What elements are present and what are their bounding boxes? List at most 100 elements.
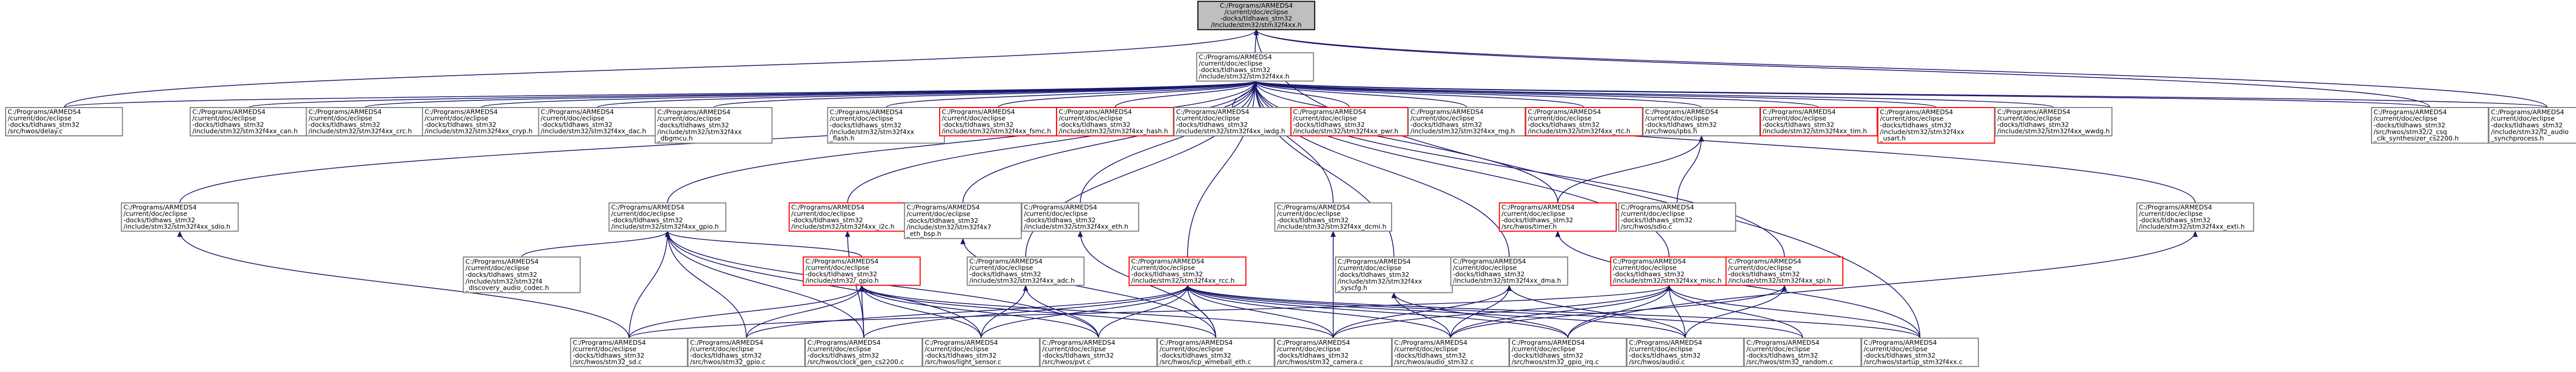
include-edge [859,285,1216,339]
node-label-line: /src/hwos/stm32_sd.c [573,358,642,365]
include-edge [1185,285,1803,339]
file-node[interactable]: C:/Programs/ARMEDS4/current/doc/eclipse-… [570,338,688,367]
include-edge [745,285,1190,339]
node-box [904,202,1022,239]
file-node[interactable]: C:/Programs/ARMEDS4/current/doc/eclipse-… [654,107,773,144]
node-label-line: /include/stm32/stm32f4xx_exti.h [2139,222,2245,230]
file-node[interactable]: C:/Programs/ARMEDS4/current/doc/eclipse-… [687,338,806,367]
file-node[interactable]: C:/Programs/ARMEDS4/current/doc/eclipse-… [1725,256,1843,286]
node-label-line: -docks/tldhaws_stm32 [1880,121,1952,129]
file-node[interactable]: C:/Programs/ARMEDS4/current/doc/eclipse-… [967,256,1085,286]
file-node[interactable]: C:/Programs/ARMEDS4/current/doc/eclipse-… [1610,256,1728,286]
file-node[interactable]: C:/Programs/ARMEDS4/current/doc/eclipse-… [121,202,239,232]
node-label-line: /src/hwos/startup_stm32f4xx.c [1863,358,1962,365]
file-node[interactable]: C:/Programs/ARMEDS4/current/doc/eclipse-… [1290,107,1409,137]
file-node[interactable]: C:/Programs/ARMEDS4/current/doc/eclipse-… [5,107,123,137]
node-layer: C:/Programs/ARMEDS4/current/doc/eclipse -… [5,1,2576,367]
node-label-line: C:/Programs/ARMEDS4 [1293,108,1366,116]
file-node[interactable]: C:/Programs/ARMEDS4/current/doc/eclipse-… [463,256,581,293]
include-edge [521,231,670,257]
node-label-line: _eth_bsp.h [906,229,941,237]
file-node[interactable]: C:/Programs/ARMEDS4/current/doc/eclipse-… [1759,107,1878,137]
file-node[interactable]: C:/Programs/ARMEDS4/current/doc/eclipse-… [1274,202,1393,232]
file-node[interactable]: C:/Programs/ARMEDS4/current/doc/eclipse-… [2488,107,2576,144]
node-box [1021,202,1140,232]
node-label-line: /include/stm32/stm32f4xx_adc.h [969,277,1075,285]
file-node[interactable]: C:/Programs/ARMEDS4/current/doc/eclipse-… [1450,256,1568,286]
node-label-line: /current/doc/eclipse [1411,114,1475,122]
node-label-line: /include/stm32/stm32f4x7 [907,223,992,231]
file-node[interactable]: C:/Programs/ARMEDS4/current/doc/eclipse-… [608,202,726,232]
file-node[interactable]: C:/Programs/ARMEDS4/current/doc/eclipse-… [827,107,945,144]
file-node[interactable]: C:/Programs/ARMEDS4/current/doc/eclipse-… [1021,202,1140,232]
file-node[interactable]: C:/Programs/ARMEDS4/current/doc/eclipse-… [1861,338,1979,367]
node-label-line: /include/stm32/stm32f4xx_rtc.h [1528,127,1630,135]
file-node[interactable]: C:/Programs/ARMEDS4/current/doc/eclipse-… [1056,107,1174,137]
file-node[interactable]: C:/Programs/ARMEDS4/current/doc/eclipse-… [1642,107,1760,137]
node-label-line: C:/Programs/ARMEDS4 [541,108,614,116]
file-node[interactable]: C:/Programs/ARMEDS4/current/doc/eclipse-… [788,202,907,232]
node-label-line: _discovery_audio_codec.h [465,284,549,292]
node-label-line: /src/hwos/timer.h [1501,222,1556,230]
node-label-line: -docks/tldhaws_stm32 [1059,121,1130,129]
file-node[interactable]: C:/Programs/ARMEDS4/current/doc/eclipse-… [803,256,921,286]
node-label-line: C:/Programs/ARMEDS4 [1411,108,1484,116]
file-node[interactable]: C:/Programs/ARMEDS4/current/doc/eclipse-… [1196,52,1314,82]
file-node[interactable]: C:/Programs/ARMEDS4/current/doc/eclipse-… [1525,107,1643,137]
file-node[interactable]: C:/Programs/ARMEDS4/current/doc/eclipse-… [1994,107,2113,137]
file-node[interactable]: C:/Programs/ARMEDS4/current/doc/eclipse-… [1626,338,1744,367]
file-node[interactable]: C:/Programs/ARMEDS4/current/doc/eclipse-… [1499,202,1617,232]
file-node[interactable]: C:/Programs/ARMEDS4/current/doc/eclipse-… [2136,202,2255,232]
node-label-line: /include/stm32/stm32f4xx_rng.h [1411,127,1515,135]
file-node[interactable]: C:/Programs/ARMEDS4/current/doc/eclipse-… [1157,338,1275,367]
include-edge [629,285,865,339]
include-edge [1185,285,1921,339]
node-label-line: /include/stm32/stm32f4xx_i2c.h [791,222,895,230]
file-node[interactable]: C:/Programs/ARMEDS4/current/doc/eclipse-… [1618,202,1736,232]
file-node[interactable]: C:/Programs/ARMEDS4/current/doc/eclipse-… [1509,338,1627,367]
file-node[interactable]: C:/Programs/ARMEDS4/current/doc/eclipse-… [1877,107,1995,144]
node-label-line: /current/doc/eclipse [1762,114,1826,122]
file-node[interactable]: C:/Programs/ARMEDS4/current/doc/eclipse-… [1128,256,1247,286]
file-node[interactable]: C:/Programs/ARMEDS4/current/doc/eclipse-… [904,202,1022,239]
file-node[interactable]: C:/Programs/ARMEDS4/current/doc/eclipse-… [1274,338,1393,367]
node-label-line: C:/Programs/ARMEDS4 [807,339,880,346]
file-node[interactable]: C:/Programs/ARMEDS4/current/doc/eclipse-… [422,107,540,137]
root-file-node[interactable]: C:/Programs/ARMEDS4/current/doc/eclipse-… [1197,1,1315,30]
file-node[interactable]: C:/Programs/ARMEDS4/current/doc/eclipse-… [939,107,1057,137]
node-box [1157,338,1275,367]
node-label-line: C:/Programs/ARMEDS4 [192,108,265,116]
file-node[interactable]: C:/Programs/ARMEDS4/current/doc/eclipse-… [2371,107,2489,144]
file-node[interactable]: C:/Programs/ARMEDS4/current/doc/eclipse-… [922,338,1040,367]
node-label-line: C:/Programs/ARMEDS4 [1160,339,1233,346]
node-label-line: C:/Programs/ARMEDS4 [1277,203,1350,211]
file-node[interactable]: C:/Programs/ARMEDS4/current/doc/eclipse-… [1392,338,1510,367]
node-label-line: -docks/tldhaws_stm32 [1621,216,1692,224]
node-box [2488,107,2576,144]
file-node[interactable]: C:/Programs/ARMEDS4/current/doc/eclipse-… [1743,338,1862,367]
include-edge [1023,285,1099,339]
file-node[interactable]: C:/Programs/ARMEDS4/current/doc/eclipse-… [306,107,424,137]
node-label-line: /src/hwos/light_sensor.c [925,358,1001,365]
node-box [1408,107,1526,137]
node-label-line: C:/Programs/ARMEDS4 [611,203,684,211]
node-label-line: /current/doc/eclipse [969,264,1033,272]
node-label-line: -docks/tldhaws_stm32 [807,351,879,359]
include-edge [1567,231,2198,339]
node-label-line: -docks/tldhaws_stm32 [1512,351,1583,359]
file-node[interactable]: C:/Programs/ARMEDS4/current/doc/eclipse-… [190,107,308,137]
node-box [1743,338,1862,367]
node-label-line: C:/Programs/ARMEDS4 [829,108,903,116]
file-node[interactable]: C:/Programs/ARMEDS4/current/doc/eclipse-… [1173,107,1292,137]
file-node[interactable]: C:/Programs/ARMEDS4/current/doc/eclipse-… [1039,338,1158,367]
node-label-line: C:/Programs/ARMEDS4 [1337,257,1411,265]
node-label-line: /src/hwos/pvt.c [1042,358,1091,365]
file-node[interactable]: C:/Programs/ARMEDS4/current/doc/eclipse-… [538,107,656,137]
file-node[interactable]: C:/Programs/ARMEDS4/current/doc/eclipse-… [805,338,923,367]
node-box [1274,202,1393,232]
file-node[interactable]: C:/Programs/ARMEDS4/current/doc/eclipse-… [1335,256,1453,293]
node-box [1509,338,1627,367]
file-node[interactable]: C:/Programs/ARMEDS4/current/doc/eclipse-… [1408,107,1526,137]
node-label-line: -docks/tldhaws_stm32 [805,270,877,278]
node-label-line: -docks/tldhaws_stm32 [1501,216,1573,224]
